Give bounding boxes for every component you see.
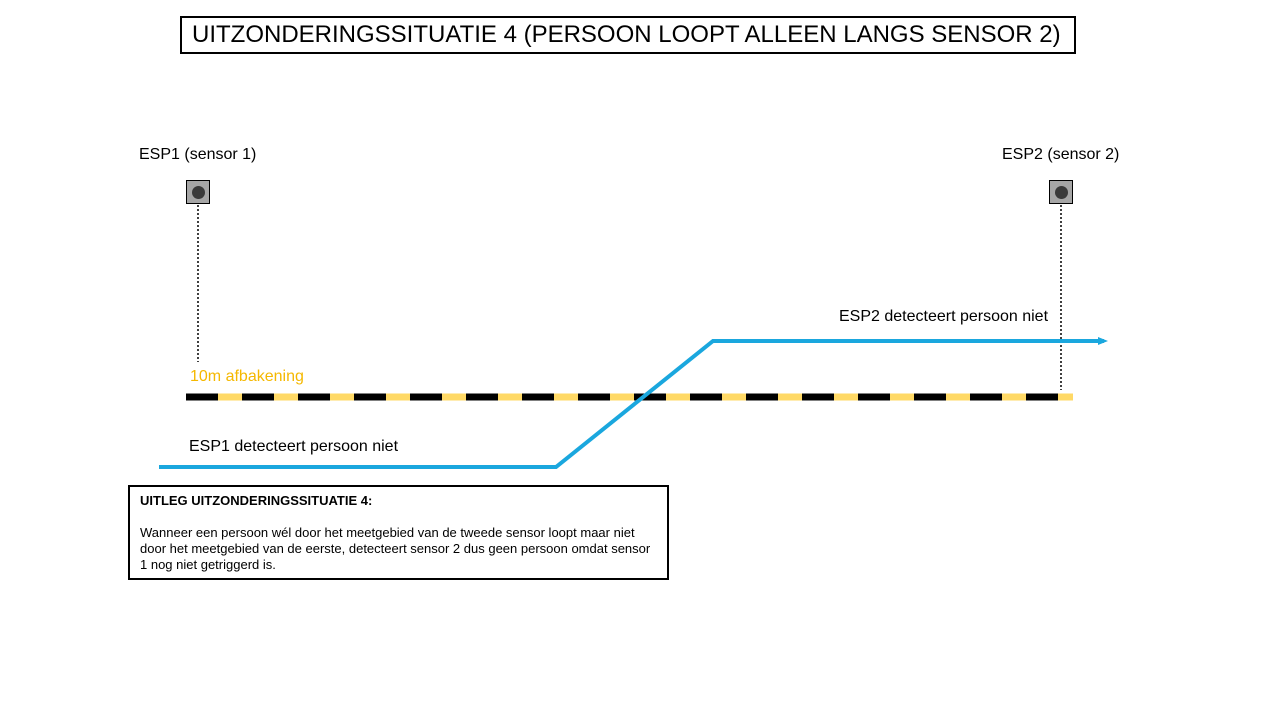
sensor-1-lens	[191, 185, 205, 199]
person-walk-path	[159, 337, 1108, 469]
sensor-1-label: ESP1 (sensor 1)	[139, 146, 257, 163]
explanation-heading: UITLEG UITZONDERINGSSITUATIE 4:	[140, 493, 373, 508]
diagram-title: UITZONDERINGSSITUATIE 4 (PERSOON LOOPT A…	[180, 16, 1076, 54]
sensor-2-lens	[1054, 185, 1068, 199]
sensor-2-label: ESP2 (sensor 2)	[1002, 146, 1120, 163]
esp1-detection-label: ESP1 detecteert persoon niet	[189, 438, 399, 455]
explanation-box: UITLEG UITZONDERINGSSITUATIE 4: Wanneer …	[128, 485, 669, 580]
sensor-2-icon	[1049, 180, 1073, 204]
sensor-1-icon	[186, 180, 210, 204]
esp2-detection-label: ESP2 detecteert persoon niet	[839, 308, 1049, 325]
zone-boundary-label: 10m afbakening	[190, 368, 304, 385]
explanation-body: Wanneer een persoon wél door het meetgeb…	[140, 525, 651, 572]
